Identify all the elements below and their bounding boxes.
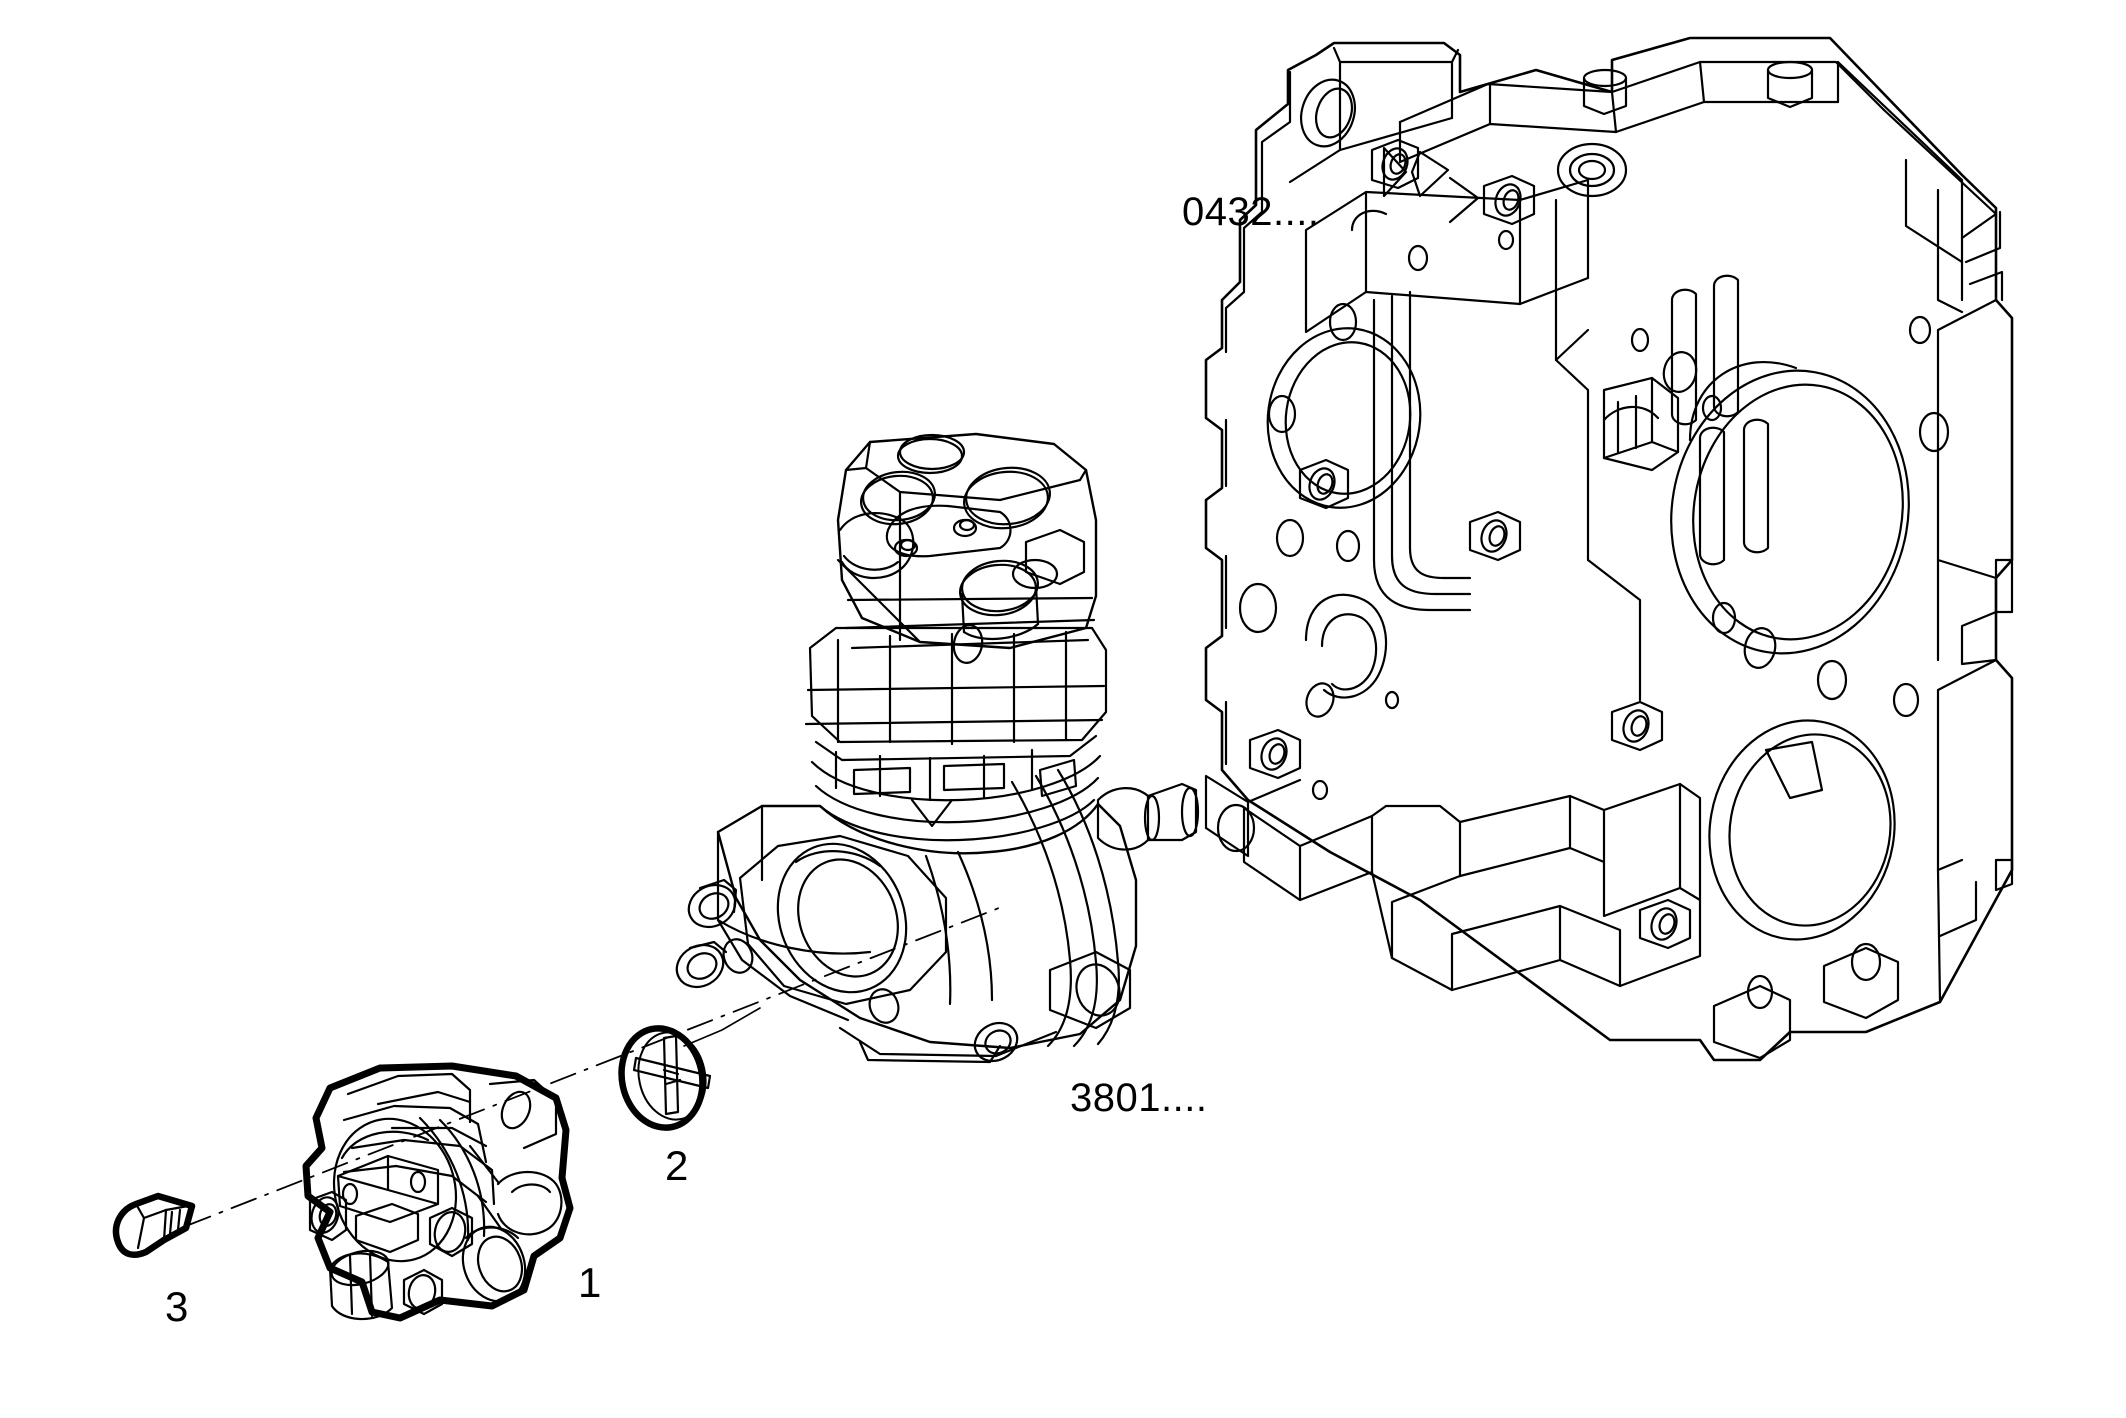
drive-coupling bbox=[618, 1025, 712, 1131]
callout-2-drive-coupling: 2 bbox=[665, 1142, 689, 1189]
reference-label-3801: 3801.... bbox=[1070, 1076, 1208, 1120]
reference-label-0432: 0432.... bbox=[1182, 190, 1320, 234]
leader-lines bbox=[683, 1007, 761, 1047]
hex-head-bolt bbox=[112, 1192, 196, 1258]
callout-1-power-steering-pump: 1 bbox=[578, 1259, 602, 1306]
power-steering-pump bbox=[302, 1062, 574, 1322]
air-compressor bbox=[675, 432, 1200, 1064]
flywheel-housing bbox=[1204, 36, 2014, 1062]
assembly-centerline bbox=[185, 905, 1005, 1227]
callout-3-hex-head-bolt: 3 bbox=[165, 1283, 189, 1330]
